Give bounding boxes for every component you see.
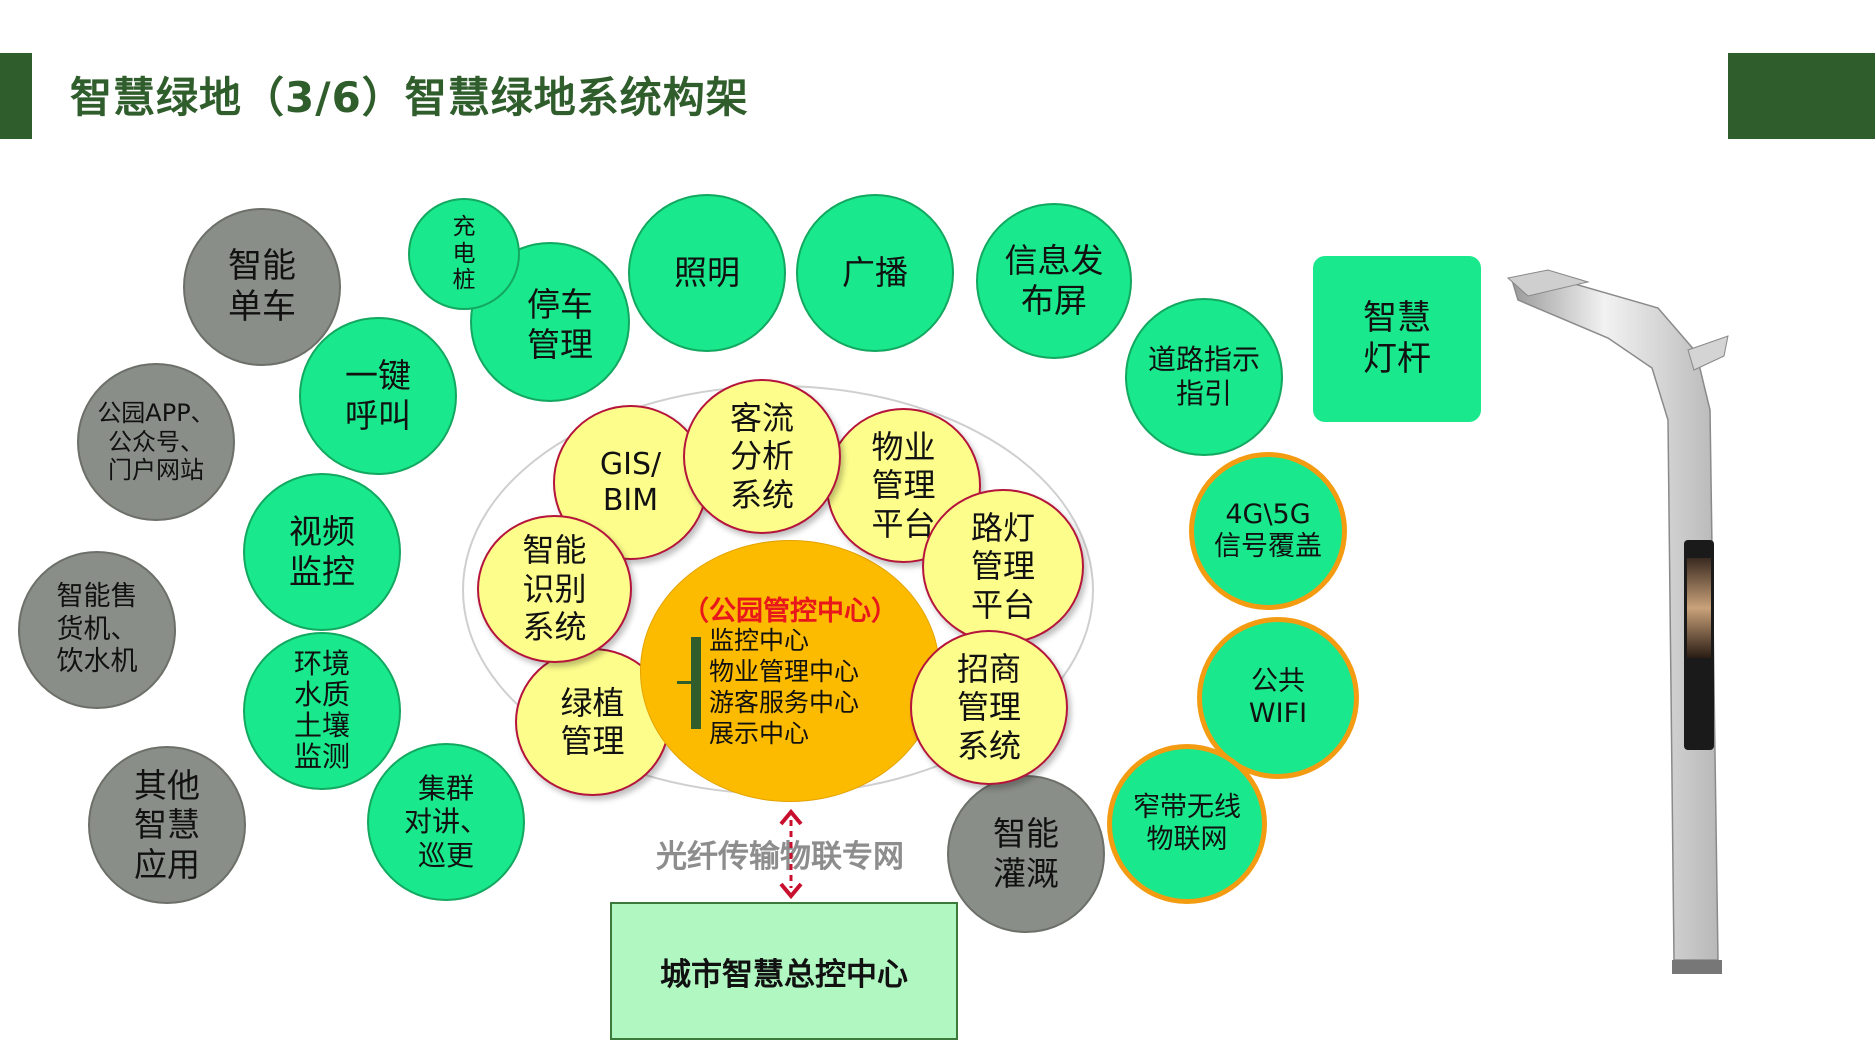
hub-item: 监控中心 [709,626,810,655]
smart-light-pole-image [1506,269,1729,974]
hub-item-list: 监控中心 物业管理中心 游客服务中心 展示中心 [709,625,859,749]
node-other-apps: 其他 智慧 应用 [88,746,246,904]
node-env-monitor: 环境 水质 土壤 监测 [243,632,401,790]
node-investment-management: 招商 管理 系统 [910,630,1068,785]
node-broadcast: 广播 [796,194,954,352]
hub-title: （公园管控中心） [682,596,898,627]
node-one-key-call: 一键 呼叫 [299,317,457,475]
node-smart-bike: 智能 单车 [183,208,341,366]
node-charging-pile: 充 电 桩 [408,198,520,310]
node-info-screen: 信息发 布屏 [976,203,1132,359]
node-lighting: 照明 [628,194,786,352]
network-label: 光纤传输物联专网 [656,839,904,875]
park-control-center: （公园管控中心） 监控中心 物业管理中心 游客服务中心 展示中心 [640,540,940,802]
node-4g5g-signal: 4G\5G 信号覆盖 [1189,452,1347,610]
node-park-app: 公园APP、 公众号、 门户网站 [77,363,235,521]
node-cluster-talk: 集群 对讲、 巡更 [367,743,525,901]
hub-bracket-tick [677,681,691,684]
hub-item: 游客服务中心 [709,688,860,717]
slide-title: 智慧绿地（3/6）智慧绿地系统构架 [70,73,749,122]
node-road-guide: 道路指示 指引 [1125,298,1283,456]
node-streetlight-platform: 路灯 管理 平台 [922,489,1084,644]
node-smart-irrigation: 智能 灌溉 [947,775,1105,933]
node-smart-recognition: 智能 识别 系统 [477,515,632,663]
node-video-monitor: 视频 监控 [243,473,401,631]
smart-pole-box: 智慧 灯杆 [1313,256,1481,422]
title-accent-bar-right [1728,53,1875,139]
bidirectional-arrow-icon [779,808,803,900]
title-accent-bar-left [0,53,32,139]
node-nb-iot: 窄带无线 物联网 [1107,744,1267,904]
city-command-center: 城市智慧总控中心 [610,902,958,1040]
node-passenger-flow: 客流 分析 系统 [683,379,841,534]
hub-item: 展示中心 [709,719,810,748]
node-public-wifi: 公共 WIFI [1197,617,1359,779]
node-property-platform: 物业 管理 平台 [826,408,981,563]
hub-item: 物业管理中心 [709,657,860,686]
hub-bracket [691,637,701,729]
node-vending: 智能售 货机、 饮水机 [18,551,176,709]
